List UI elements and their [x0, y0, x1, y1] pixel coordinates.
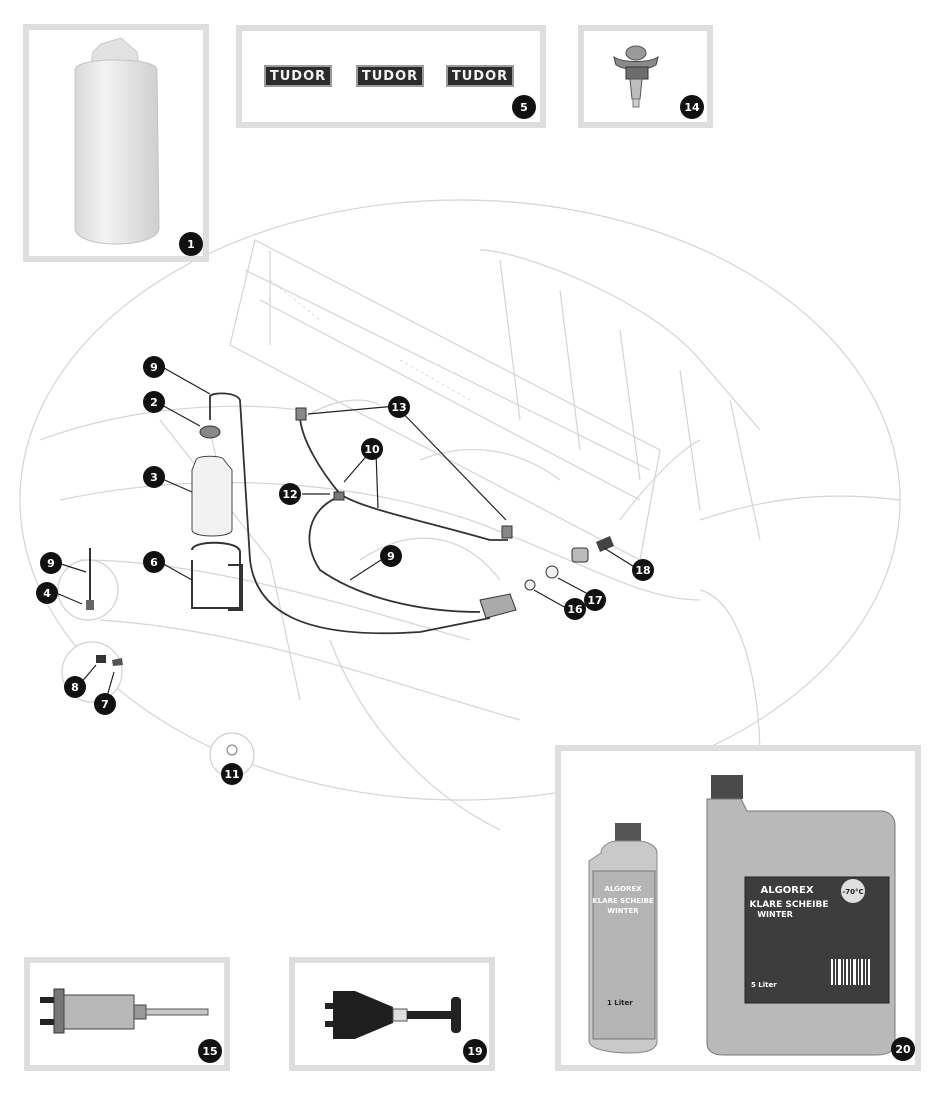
frame-item-5: TUDOR TUDOR TUDOR 5 [236, 25, 546, 128]
frame-item-20: ALGOREX KLARE SCHEIBE WINTER 1 Liter -70… [555, 745, 921, 1071]
tudor-decal: TUDOR [356, 65, 424, 87]
small-product-sublabel: WINTER [607, 907, 639, 915]
large-temp-label: -70°C [842, 888, 863, 896]
callout-4: 4 [36, 582, 58, 604]
nozzle-image [613, 45, 659, 108]
callout-1: 1 [179, 232, 203, 256]
large-volume-label: 5 Liter [751, 981, 777, 989]
bottle-image [74, 37, 160, 245]
small-product-label: KLARE SCHEIBE [592, 897, 654, 905]
callout-18: 18 [632, 559, 654, 581]
tudor-decal: TUDOR [264, 65, 332, 87]
small-volume-label: 1 Liter [607, 999, 633, 1007]
callout-20: 20 [891, 1037, 915, 1061]
pump-image [40, 988, 209, 1034]
callout-13: 13 [388, 396, 410, 418]
callout-9-mid: 9 [380, 545, 402, 567]
callout-9-left: 9 [40, 552, 62, 574]
callout-19: 19 [463, 1039, 487, 1063]
large-product-label: KLARE SCHEIBE [749, 900, 828, 910]
callout-7: 7 [94, 693, 116, 715]
callout-5: 5 [512, 95, 536, 119]
callout-3: 3 [143, 466, 165, 488]
callout-2: 2 [143, 391, 165, 413]
callout-17: 17 [584, 589, 606, 611]
tudor-decal: TUDOR [446, 65, 514, 87]
callout-6: 6 [143, 551, 165, 573]
callout-16: 16 [564, 598, 586, 620]
large-product-sublabel: WINTER [757, 910, 793, 919]
callout-11: 11 [221, 763, 243, 785]
frame-item-14: 14 [578, 25, 713, 128]
frame-item-15: 15 [24, 957, 230, 1071]
callout-8: 8 [64, 676, 86, 698]
callout-14: 14 [680, 95, 704, 119]
washer-fluid-products: ALGOREX KLARE SCHEIBE WINTER 1 Liter -70… [588, 775, 896, 1056]
callout-12: 12 [279, 483, 301, 505]
frame-item-1: 1 [23, 24, 209, 262]
hand-pump-image [325, 991, 461, 1039]
frame-item-19: 19 [289, 957, 495, 1071]
callout-15: 15 [198, 1039, 222, 1063]
callout-9-top: 9 [143, 356, 165, 378]
callout-10: 10 [361, 438, 383, 460]
small-brand-label: ALGOREX [604, 885, 642, 893]
large-brand-label: ALGOREX [760, 885, 813, 896]
